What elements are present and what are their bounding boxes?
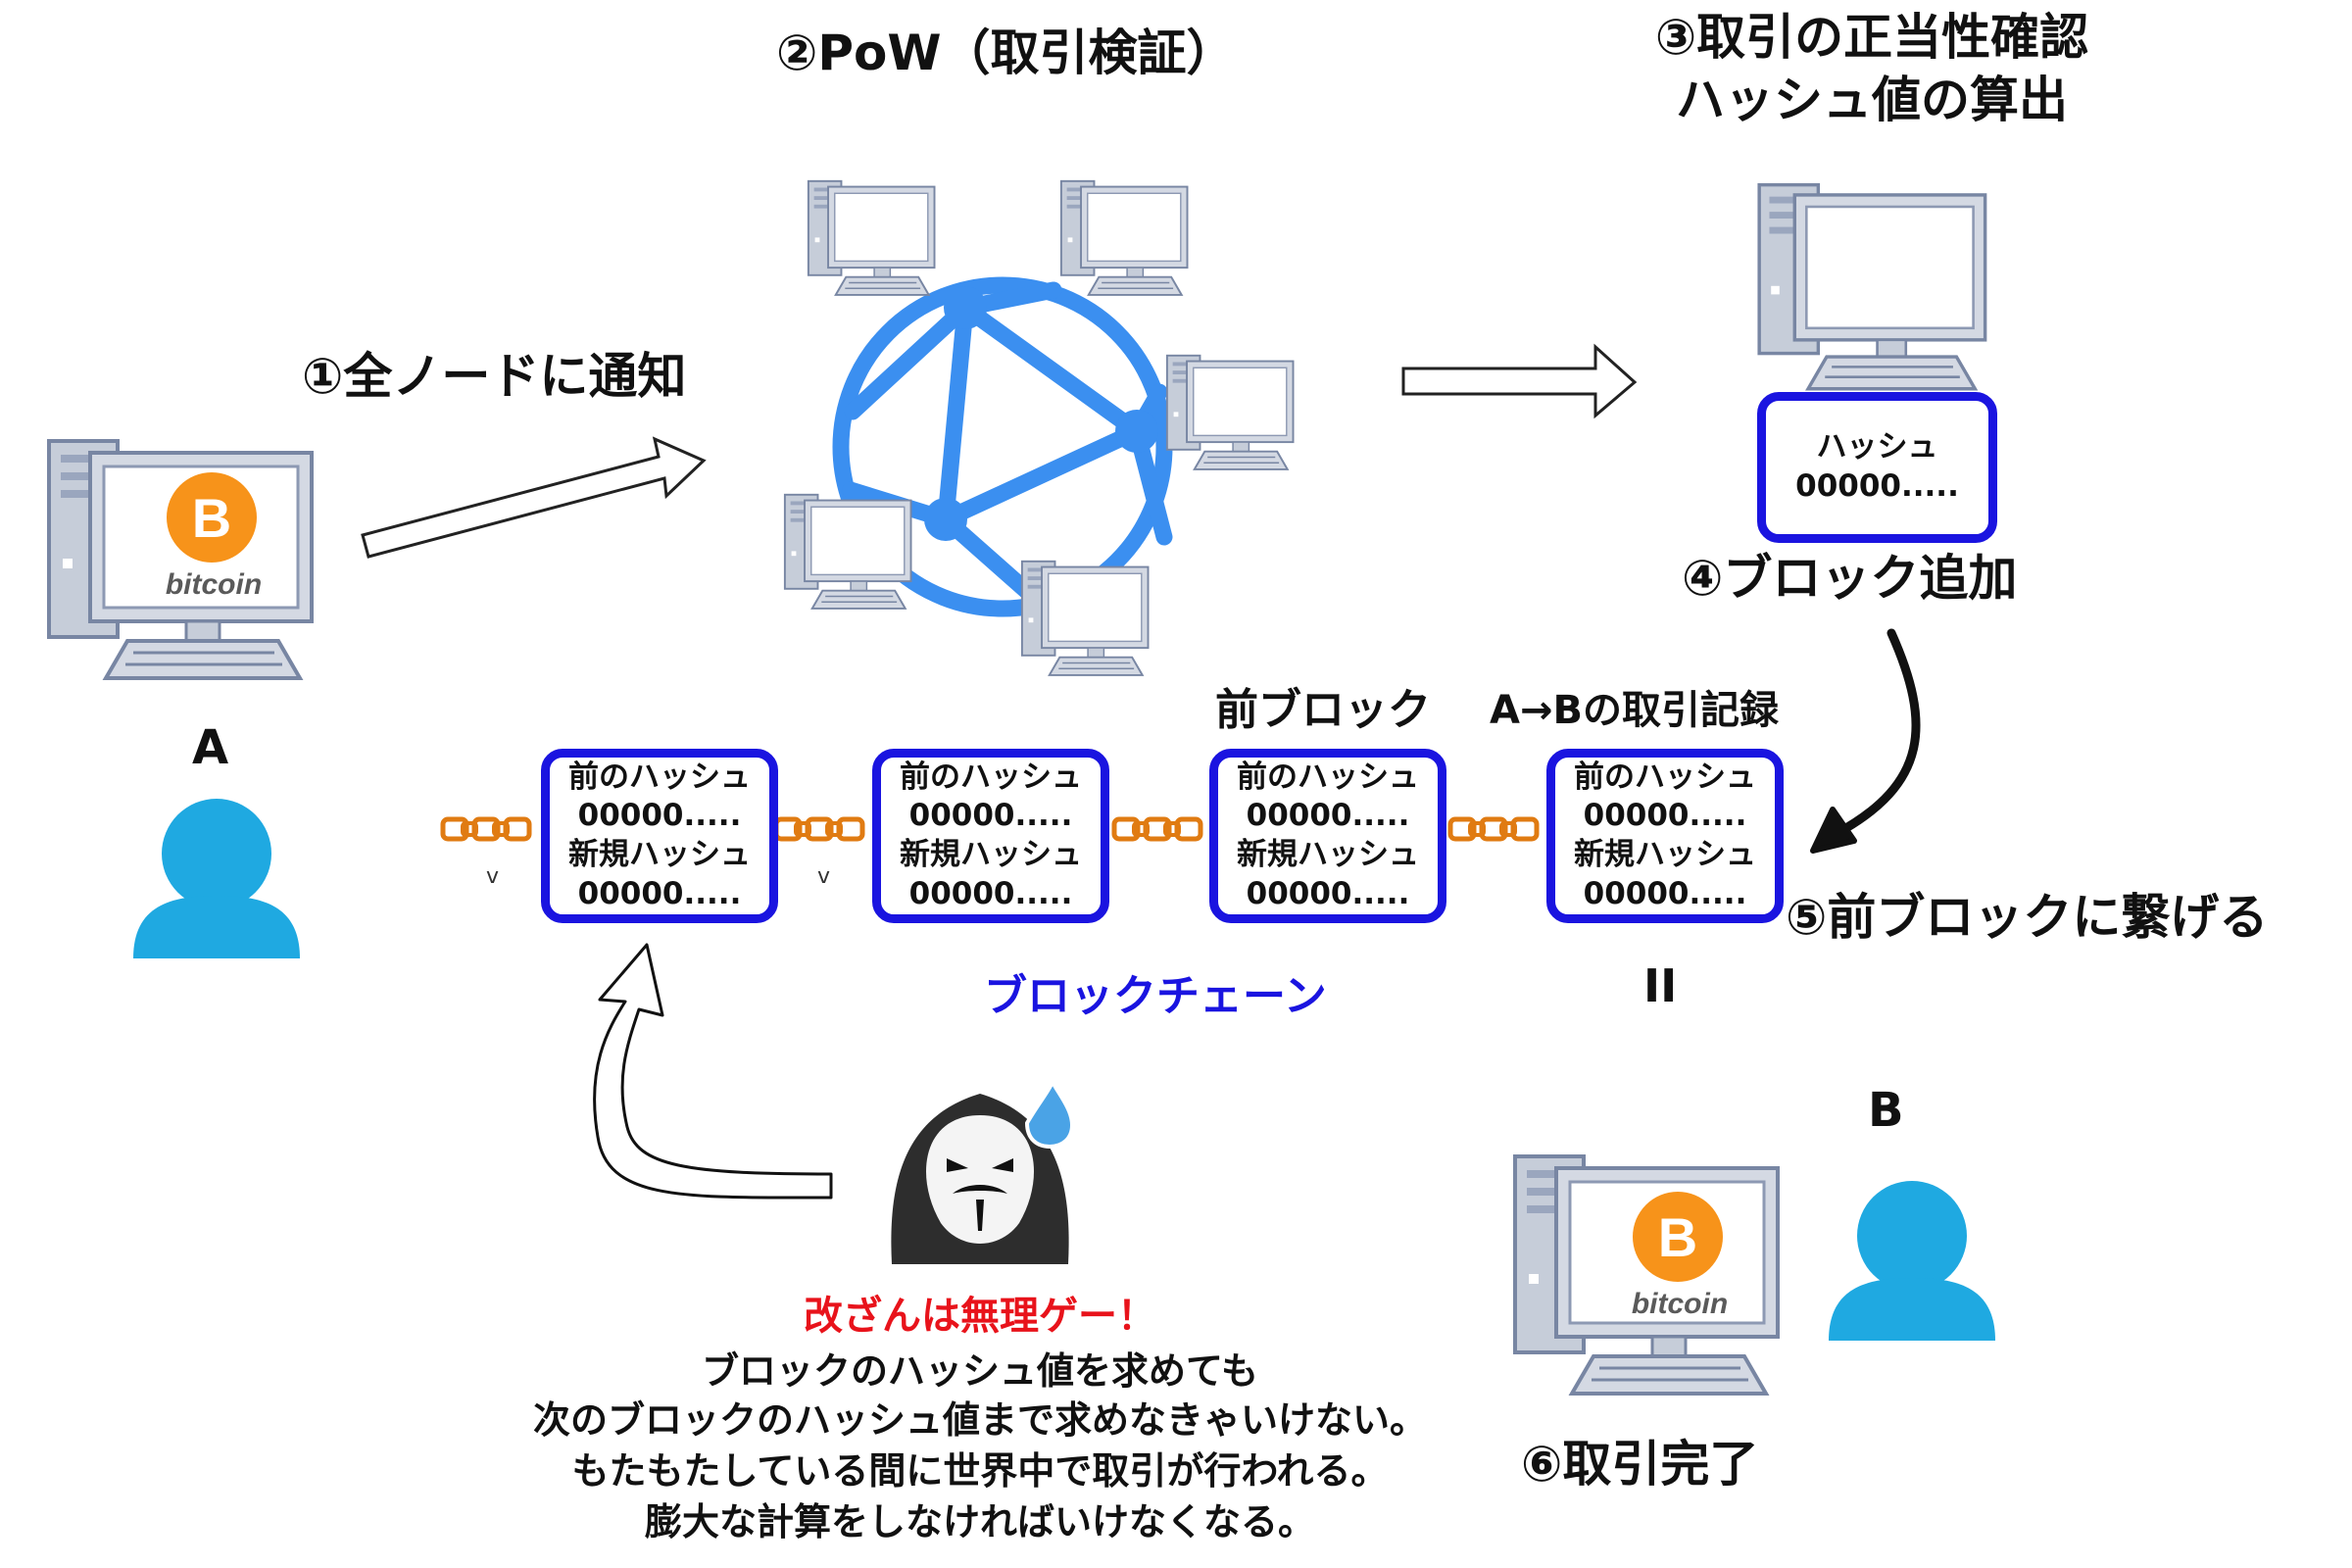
step-1-label: ①全ノードに通知 bbox=[302, 348, 687, 405]
user-a-icon bbox=[133, 799, 300, 958]
verification-computer-icon bbox=[1757, 182, 1987, 391]
arrow-verify-icon bbox=[1401, 343, 1638, 419]
node-computer-icon bbox=[1020, 560, 1150, 676]
user-a-label: A bbox=[192, 720, 229, 775]
block-new-hash-value: 00000..... bbox=[1583, 875, 1747, 911]
new-block-hash: 00000..... bbox=[1795, 468, 1959, 504]
arrow-connect-icon bbox=[1833, 628, 1921, 838]
block-prev-hash-value: 00000..... bbox=[1583, 798, 1747, 834]
bitcoin-wordmark: bitcoin bbox=[1632, 1288, 1728, 1320]
chain-block-1: 前のハッシュ 00000..... 新規ハッシュ 00000..... bbox=[541, 749, 778, 923]
chain-block-4: 前のハッシュ 00000..... 新規ハッシュ 00000..... bbox=[1546, 749, 1784, 923]
user-b-icon bbox=[1829, 1181, 1995, 1341]
blockchain-label: ブロックチェーン bbox=[984, 971, 1327, 1021]
step-3-label-line1: ③取引の正当性確認 bbox=[1654, 9, 2089, 66]
block-new-hash-label: 新規ハッシュ bbox=[900, 837, 1082, 872]
node-computer-icon bbox=[1165, 354, 1295, 470]
block-new-hash-value: 00000..... bbox=[577, 875, 742, 911]
hacker-mask-icon bbox=[891, 1077, 1075, 1264]
computer-a-icon bbox=[47, 439, 314, 680]
chain-link-icon bbox=[1450, 819, 1537, 839]
tick-mark: v bbox=[817, 864, 831, 889]
attacker-text-line3: もたもたしている間に世界中で取引が行われる。 bbox=[571, 1449, 1389, 1493]
prev-block-label: 前ブロック bbox=[1215, 685, 1431, 735]
bitcoin-wordmark: bitcoin bbox=[166, 568, 262, 601]
arrow-tamper-icon bbox=[593, 943, 833, 1200]
block-prev-hash-value: 00000..... bbox=[1246, 798, 1410, 834]
bitcoin-symbol: B bbox=[192, 487, 231, 549]
node-computer-icon bbox=[783, 493, 912, 610]
bitcoin-logo-icon: B bitcoin bbox=[1632, 1192, 1728, 1320]
equals-mark: II bbox=[1643, 959, 1678, 1012]
attacker-text-line2: 次のブロックのハッシュ値まで求めなきゃいけない。 bbox=[532, 1398, 1427, 1442]
block-prev-hash-label: 前のハッシュ bbox=[568, 759, 751, 795]
transaction-record-label: A→Bの取引記録 bbox=[1490, 688, 1779, 733]
tick-mark: v bbox=[486, 864, 500, 889]
attacker-text-line4: 膨大な計算をしなければいけなくなる。 bbox=[644, 1500, 1315, 1544]
bitcoin-logo-icon: B bitcoin bbox=[166, 472, 262, 601]
block-prev-hash-label: 前のハッシュ bbox=[1574, 759, 1756, 795]
block-new-hash-value: 00000..... bbox=[1246, 875, 1410, 911]
computer-b-icon bbox=[1513, 1154, 1780, 1396]
chain-block-2: 前のハッシュ 00000..... 新規ハッシュ 00000..... bbox=[872, 749, 1109, 923]
block-prev-hash-value: 00000..... bbox=[577, 798, 742, 834]
chain-link-icon bbox=[443, 819, 529, 839]
step-6-label: ⑥取引完了 bbox=[1521, 1436, 1759, 1493]
block-new-hash-label: 新規ハッシュ bbox=[1237, 837, 1419, 872]
user-b-label: B bbox=[1868, 1083, 1904, 1138]
attacker-headline: 改ざんは無理ゲー！ bbox=[804, 1294, 1156, 1339]
arrow-notify-icon bbox=[361, 436, 707, 559]
block-new-hash-label: 新規ハッシュ bbox=[1574, 837, 1756, 872]
chain-block-3: 前のハッシュ 00000..... 新規ハッシュ 00000..... bbox=[1209, 749, 1446, 923]
step-5-label: ⑤前ブロックに繋げる bbox=[1786, 889, 2269, 946]
node-computer-icon bbox=[1059, 179, 1189, 296]
step-2-label: ②PoW（取引検証） bbox=[776, 24, 1236, 81]
block-prev-hash-value: 00000..... bbox=[908, 798, 1073, 834]
node-computer-icon bbox=[807, 179, 936, 296]
block-prev-hash-label: 前のハッシュ bbox=[900, 759, 1082, 795]
block-new-hash-value: 00000..... bbox=[908, 875, 1073, 911]
chain-link-icon bbox=[776, 819, 862, 839]
step-3-label-line2: ハッシュ値の算出 bbox=[1676, 72, 2068, 128]
attacker-text-line1: ブロックのハッシュ値を求めても bbox=[701, 1349, 1259, 1393]
block-new-hash-label: 新規ハッシュ bbox=[568, 837, 751, 872]
step-4-label: ④ブロック追加 bbox=[1682, 550, 2018, 607]
network-globe-icon bbox=[832, 276, 1173, 617]
new-block: ハッシュ 00000..... bbox=[1757, 392, 1997, 543]
chain-link-icon bbox=[1114, 819, 1200, 839]
block-prev-hash-label: 前のハッシュ bbox=[1237, 759, 1419, 795]
bitcoin-symbol: B bbox=[1658, 1206, 1697, 1268]
new-block-title: ハッシュ bbox=[1816, 429, 1938, 466]
